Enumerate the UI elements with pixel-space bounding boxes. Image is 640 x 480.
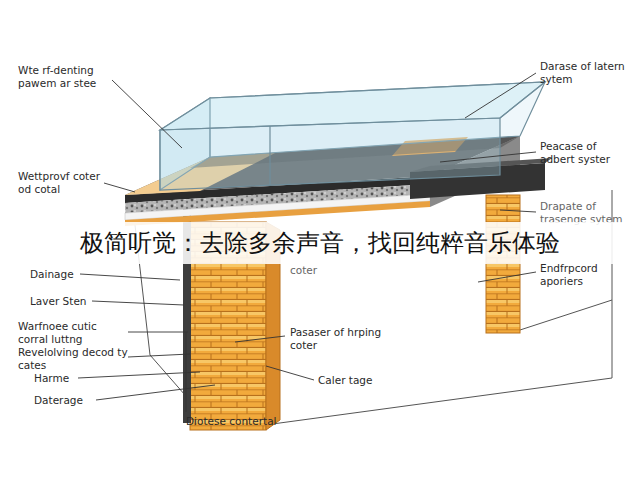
watermark-banner: 极简听觉：去除多余声音，找回纯粹音乐体验	[0, 222, 640, 264]
callout-label: Darase of latern sytem	[540, 60, 634, 85]
callout-label: Daterage	[34, 394, 83, 407]
glass-enclosure	[160, 82, 545, 190]
callout-label: Wte rf-denting pawem ar stee	[18, 64, 114, 89]
callout-label: Pasaser of hrping coter	[290, 326, 390, 351]
callout-label: Peacase of adbert syster	[540, 140, 634, 165]
callout-label: Endfrpcord aporiers	[540, 262, 634, 287]
callout-label: Wettprovf coter od cotal	[18, 170, 104, 195]
callout-label: Harme	[34, 372, 69, 385]
callout-label: Laver Sten	[30, 295, 87, 308]
callout-label: Dainage	[30, 268, 74, 281]
callout-label: Revelolving decod ty cates	[18, 346, 128, 371]
brick-column	[486, 195, 520, 333]
callout-label: Diotese contertal	[186, 415, 277, 428]
callout-label: coter	[290, 264, 317, 277]
callout-label: Warfnoee cutic corral luttng	[18, 320, 128, 345]
callout-label: Caler tage	[318, 374, 372, 387]
